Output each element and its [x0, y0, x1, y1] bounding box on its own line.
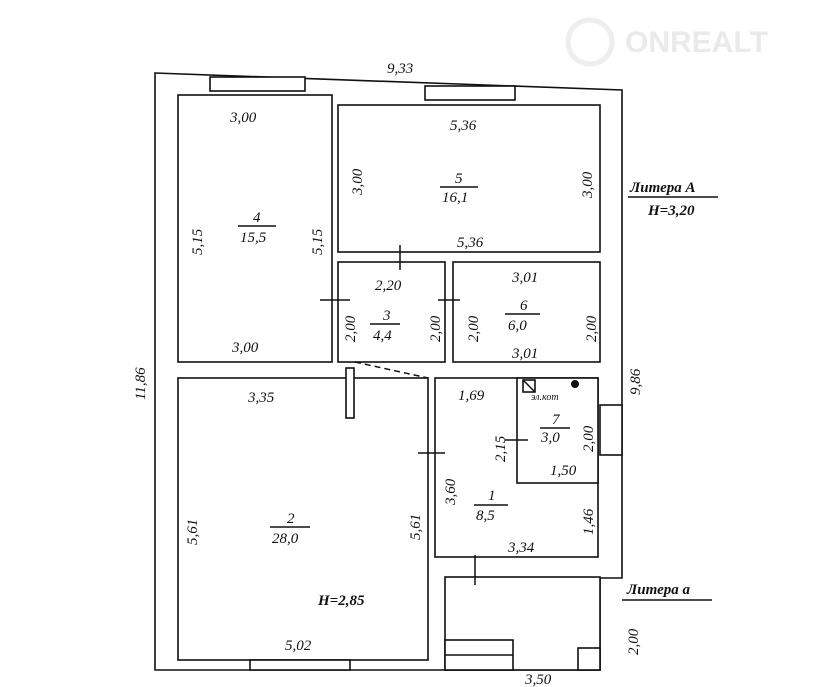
dimension-label: 2,00: [581, 425, 597, 452]
room-7: [516, 377, 599, 484]
dimension-label: 2,00: [428, 315, 444, 342]
dimension-label: 4,4: [373, 328, 392, 344]
dimension-label: 2,00: [343, 315, 359, 342]
dimension-label: 3: [382, 308, 391, 324]
room-area: 15,5: [240, 230, 267, 246]
dimension-label: 1: [488, 488, 496, 504]
window: [599, 404, 623, 456]
dim-right-a: 2,00: [626, 628, 642, 655]
window: [209, 76, 306, 92]
dimension-label: 1,69: [458, 388, 485, 404]
dim-left-total: 11,86: [133, 367, 149, 400]
dimension-label: 5,15: [310, 228, 326, 255]
dimension-label: 5,15: [190, 228, 206, 255]
dimension-label: 5,02: [285, 638, 312, 654]
litera-A-height: Н=3,20: [647, 203, 695, 219]
dimension-label: 16,1: [442, 190, 468, 206]
dimension-label: 5,61: [408, 514, 424, 540]
room-3: [337, 261, 446, 363]
dimension-label: 1,46: [581, 508, 597, 535]
dimension-label: 3,01: [511, 346, 538, 362]
dimension-label: 2,15: [493, 435, 509, 462]
watermark-logo: ONREALT: [625, 26, 768, 59]
height-label: Н=2,85: [317, 593, 365, 609]
dimension-label: 5,61: [185, 519, 201, 545]
dim-bottom-a: 3,50: [524, 672, 552, 687]
dimension-label: 3,60: [443, 478, 459, 506]
dimension-label: 3,01: [511, 270, 538, 286]
dimension-label: 3,00: [231, 340, 259, 356]
room-4: [177, 94, 333, 363]
opening: [354, 361, 429, 379]
dimension-label: 2,20: [375, 278, 402, 294]
partition: [345, 367, 355, 419]
dimension-label: 2,00: [466, 315, 482, 342]
dimension-label: 7: [552, 412, 561, 428]
litera-a-label: Литера а: [626, 582, 691, 598]
outlet-icon: [571, 380, 579, 388]
dimension-label: 5,36: [450, 118, 477, 134]
room-2: [177, 377, 429, 661]
dimension-label: 8,5: [476, 508, 495, 524]
boiler-label: эл.кот: [531, 392, 559, 403]
dimension-label: 6,0: [508, 318, 527, 334]
dimension-label: 3,00: [350, 168, 366, 196]
dimension-label: 6: [520, 298, 528, 314]
dimension-label: 5,36: [457, 235, 484, 251]
dimension-label: 28,0: [272, 531, 299, 547]
annex-corner: [577, 647, 601, 671]
plan-line: [522, 379, 536, 393]
dimension-label: 3,00: [580, 171, 596, 199]
dimension-label: 5: [455, 171, 463, 187]
dimension-label: 2: [287, 511, 295, 527]
room-number: 4: [253, 210, 261, 226]
dimension-label: 3,34: [507, 540, 535, 556]
window: [424, 85, 516, 101]
dim-right-total: 9,86: [628, 368, 644, 395]
window: [249, 659, 351, 671]
dimension-label: 1,50: [550, 463, 577, 479]
room-5: [337, 104, 601, 253]
dimension-label: 3,35: [247, 390, 275, 406]
dim-top-total: 9,33: [387, 61, 413, 77]
dimension-label: 2,00: [584, 315, 600, 342]
litera-A-label: Литера А: [629, 180, 696, 196]
dimension-label: 3,00: [229, 110, 257, 126]
dimension-label: 3,0: [540, 430, 560, 446]
room-6: [452, 261, 601, 363]
watermark-house-icon: [565, 17, 615, 67]
